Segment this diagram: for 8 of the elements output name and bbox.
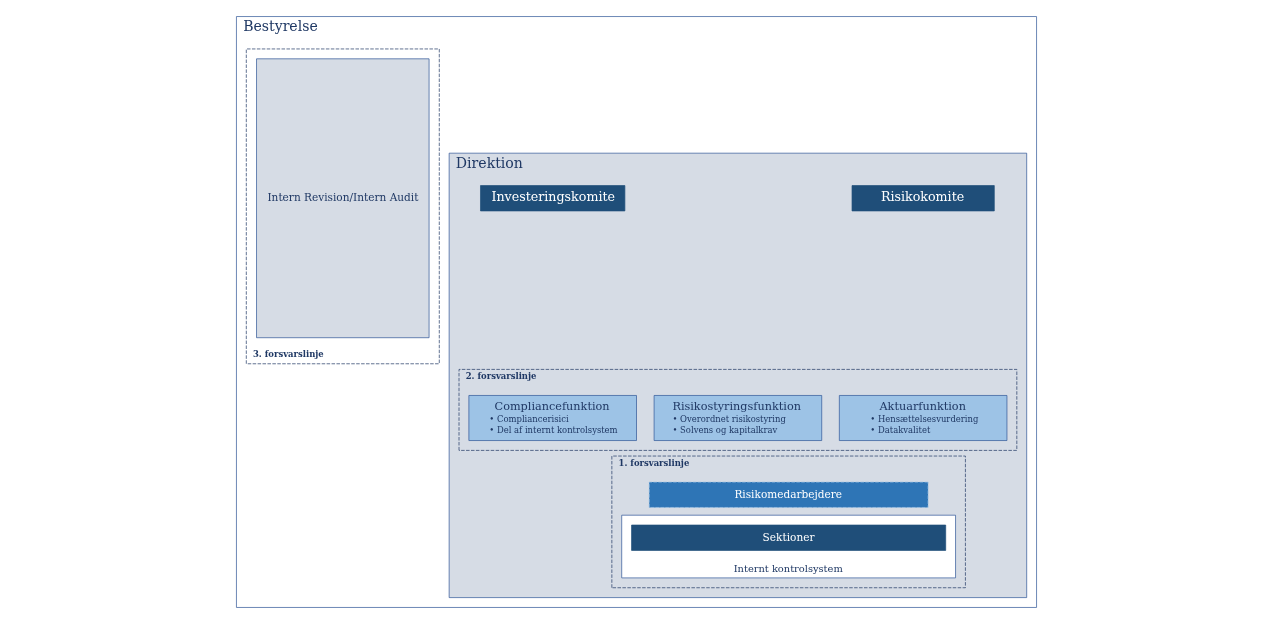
node-box: Aktuarfunktion • Hensættelsesvurdering • Datakvalitet xyxy=(838,395,1007,441)
node-box: Compliancefunktion • Compliancerisici • Del af internt kontrolsystem xyxy=(468,395,637,441)
node-box: Risikostyringsfunktion • Overordnet risikostyring • Solvens og kapitalkrav xyxy=(653,395,822,441)
node-box: Sektioner xyxy=(630,524,946,551)
node-box: Risikokomite xyxy=(851,185,995,212)
node-box: Investeringskomite xyxy=(479,185,625,212)
node-box: Intern Revision/Intern Audit xyxy=(255,58,429,339)
node-box: Risikomedarbejdere xyxy=(648,481,928,508)
